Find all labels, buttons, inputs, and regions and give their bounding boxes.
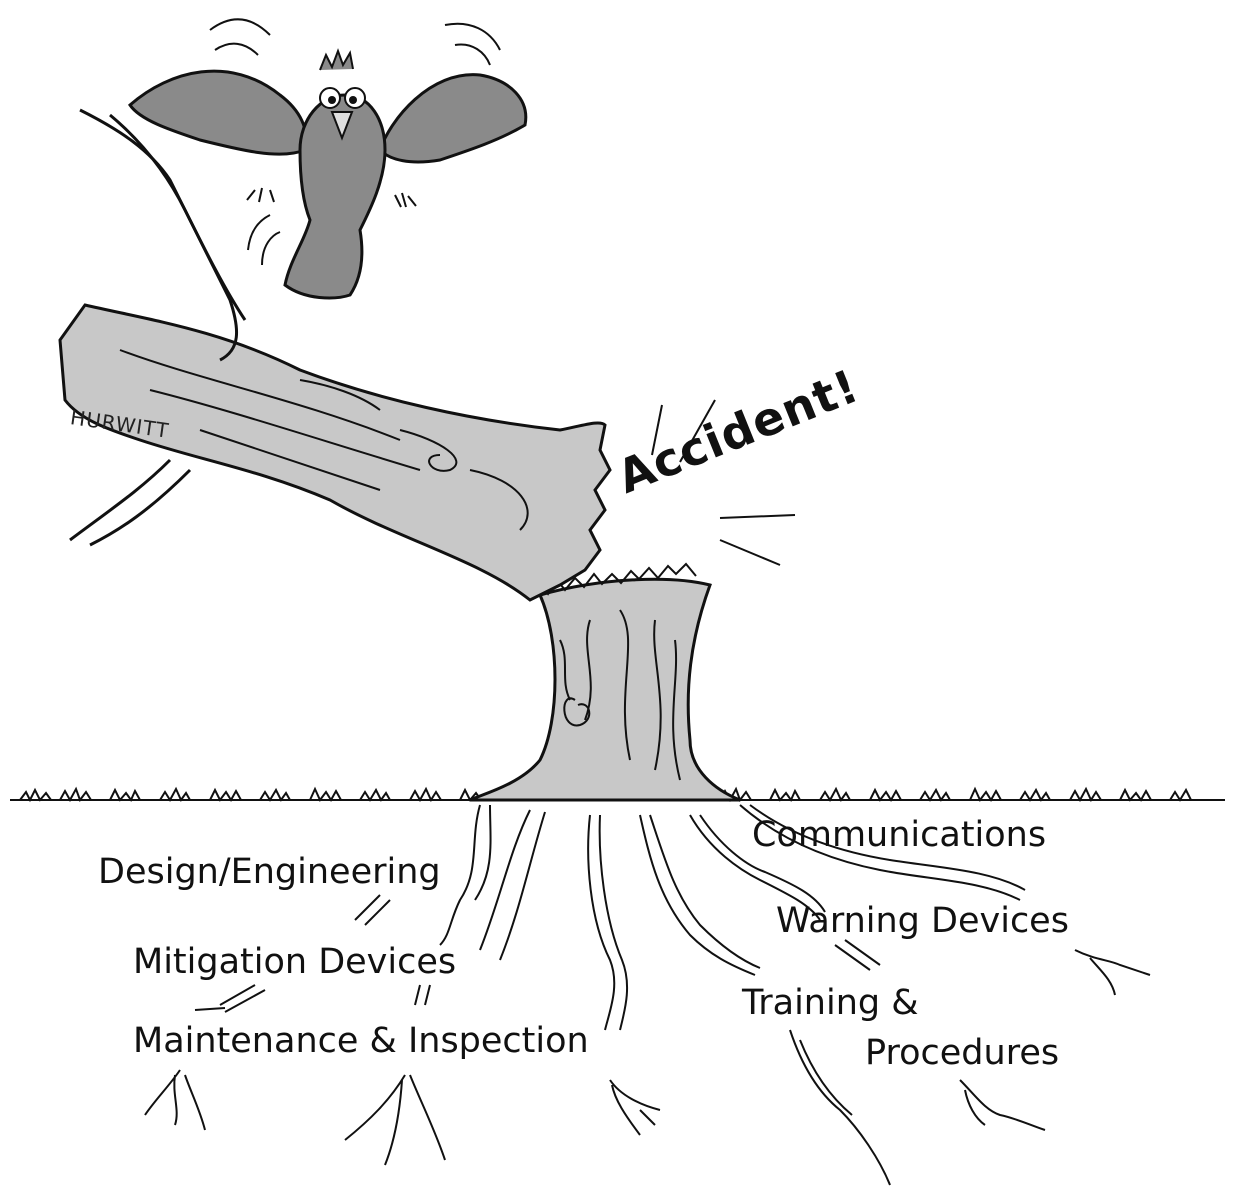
label-mitigation-devices: Mitigation Devices bbox=[133, 945, 456, 980]
label-design-engineering: Design/Engineering bbox=[98, 855, 441, 890]
label-warning-devices: Warning Devices bbox=[776, 904, 1069, 939]
label-communications: Communications bbox=[752, 818, 1046, 853]
label-procedures: Procedures bbox=[865, 1036, 1059, 1071]
tree-stump bbox=[470, 564, 740, 800]
label-maintenance-inspection: Maintenance & Inspection bbox=[133, 1024, 589, 1059]
bird bbox=[130, 19, 526, 298]
label-training: Training & bbox=[742, 986, 919, 1021]
